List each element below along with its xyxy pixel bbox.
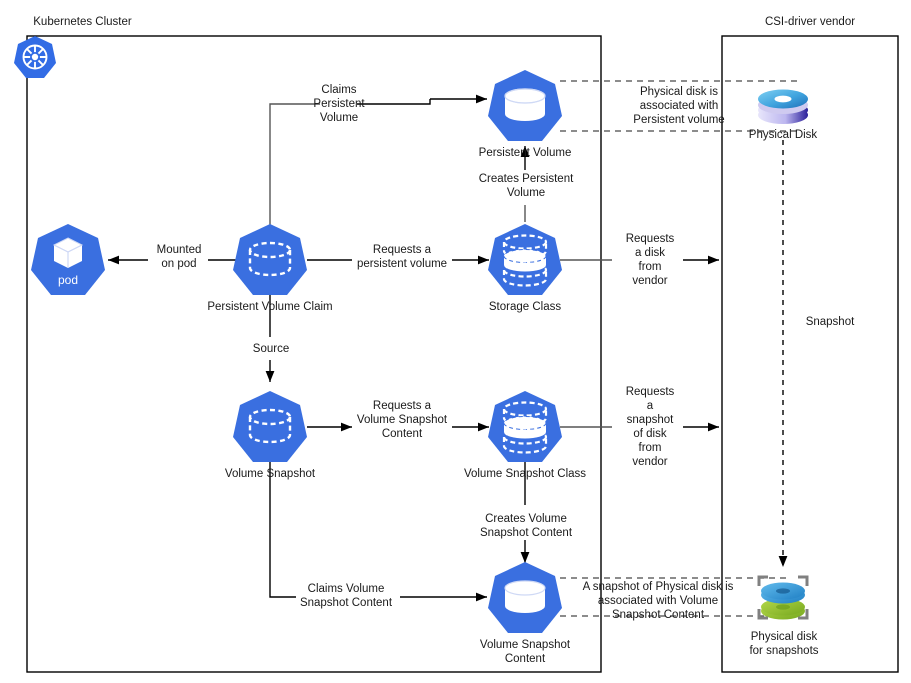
caption-storage-class: Storage Class xyxy=(488,301,562,313)
node-persistent-volume xyxy=(488,70,562,141)
caption-physical-disk: Physical Disk xyxy=(748,129,818,141)
caption-persistent-volume: Persistent Volume xyxy=(478,147,572,159)
pod-inner-label: pod xyxy=(58,273,78,287)
edge-label-claims-persistent-volume: Claims Persistent Volume xyxy=(313,84,365,124)
kubernetes-cluster-title: Kubernetes Cluster xyxy=(33,16,132,28)
snapshot-channel-label: Snapshot xyxy=(805,316,855,328)
assoc-label-snapshot-disk: A snapshot of Physical disk is associate… xyxy=(582,581,734,621)
caption-volume-snapshot-content: Volume Snapshot Content xyxy=(479,639,571,665)
kubernetes-cluster-box xyxy=(26,35,602,673)
assoc-label-physical-disk: Physical disk is associated with Persist… xyxy=(633,86,725,126)
edge-label-source: Source xyxy=(252,343,290,355)
edge-label-mounted-on-pod: Mounted on pod xyxy=(156,244,202,270)
edge-label-requests-volume-snapshot-content: Requests a Volume Snapshot Content xyxy=(356,400,448,440)
caption-volume-snapshot-class: Volume Snapshot Class xyxy=(463,468,587,480)
edge-label-requests-persistent-volume: Requests a persistent volume xyxy=(356,244,448,270)
node-volume-snapshot-class xyxy=(488,391,562,462)
node-volume-snapshot-content xyxy=(488,562,562,633)
physical-disk-for-snapshots-icon xyxy=(757,575,809,620)
node-storage-class xyxy=(488,224,562,295)
edge-label-creates-volume-snapshot-content: Creates Volume Snapshot Content xyxy=(479,513,573,539)
edge-label-claims-volume-snapshot-content: Claims Volume Snapshot Content xyxy=(299,583,393,609)
selection-bracket-icon xyxy=(757,575,809,620)
node-volume-snapshot xyxy=(233,391,307,462)
edge-label-requests-disk-from-vendor: Requests a disk from vendor xyxy=(625,233,675,287)
kubernetes-wheel-icon xyxy=(14,36,56,78)
edge-label-creates-persistent-volume: Creates Persistent Volume xyxy=(478,173,574,199)
csi-vendor-box xyxy=(721,35,899,673)
edge-claims-persistent-volume xyxy=(269,103,320,232)
physical-disk-icon xyxy=(758,89,808,124)
edge-label-requests-snapshot-from-vendor: Requests a snapshot of disk from vendor xyxy=(625,386,675,468)
node-pod: pod xyxy=(31,224,105,295)
caption-physical-disk-for-snapshots: Physical disk for snapshots xyxy=(749,631,819,657)
node-persistent-volume-claim xyxy=(233,224,307,295)
edge-claims-volume-snapshot-content xyxy=(269,457,296,598)
csi-vendor-title: CSI-driver vendor xyxy=(764,16,856,28)
caption-persistent-volume-claim: Persistent Volume Claim xyxy=(207,301,333,313)
caption-volume-snapshot: Volume Snapshot xyxy=(224,468,316,480)
